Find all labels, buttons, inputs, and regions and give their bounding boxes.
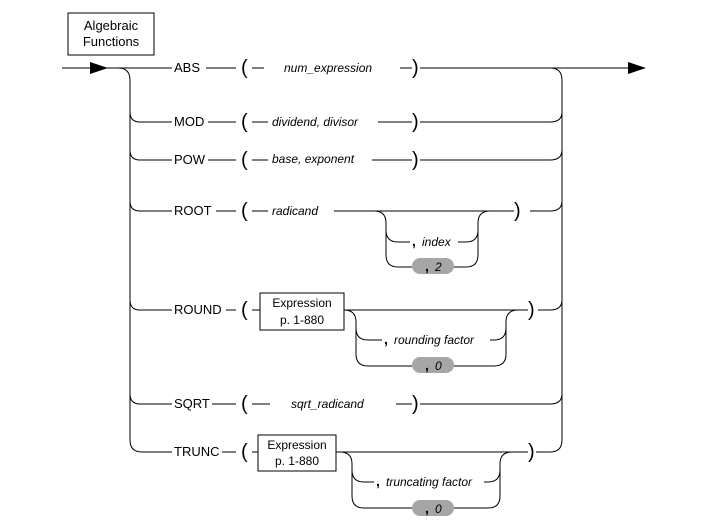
sqrt-argument: sqrt_radicand — [291, 397, 364, 411]
header-line-1: Algebraic — [84, 18, 139, 33]
mod-row: MOD ( dividend, divisor ) — [174, 111, 419, 133]
round-default-pill — [412, 357, 454, 373]
round-option-comma: , — [384, 331, 388, 347]
round-default-comma: , — [425, 357, 429, 373]
root-option-comma: , — [412, 233, 416, 249]
trunc-keyword: TRUNC — [174, 444, 220, 459]
mod-argument: dividend, divisor — [272, 115, 359, 129]
trunc-open-paren: ( — [241, 441, 248, 463]
root-default-pill — [412, 258, 454, 274]
root-option: index — [422, 235, 452, 249]
header-line-2: Functions — [83, 34, 140, 49]
sqrt-open-paren: ( — [241, 393, 248, 415]
trunc-expression-box — [257, 434, 337, 472]
abs-argument: num_expression — [284, 61, 372, 75]
main-track — [62, 62, 646, 74]
trunc-option: truncating factor — [386, 475, 473, 489]
pow-row: POW ( base, exponent ) — [174, 149, 419, 171]
entry-arrow-icon — [90, 62, 108, 74]
trunc-default: 0 — [435, 502, 442, 516]
pow-close-paren: ) — [412, 149, 419, 171]
mod-keyword: MOD — [174, 114, 204, 129]
header-frame — [67, 12, 155, 56]
root-close-paren: ) — [514, 200, 521, 222]
abs-open-paren: ( — [241, 57, 248, 79]
algebraic-functions-box: Algebraic Functions — [67, 12, 155, 56]
pow-argument: base, exponent — [272, 152, 355, 166]
root-row: ROOT ( radicand ) , index , 2 — [174, 200, 521, 274]
trunc-expression-page: p. 1-880 — [275, 454, 319, 468]
sqrt-close-paren: ) — [412, 393, 419, 415]
abs-row: ABS ( num_expression ) — [174, 57, 419, 79]
root-open-paren: ( — [241, 200, 248, 222]
trunc-option-comma: , — [376, 473, 380, 489]
round-default: 0 — [435, 359, 442, 373]
trunc-default-pill — [412, 500, 454, 516]
sqrt-keyword: SQRT — [174, 396, 210, 411]
root-argument: radicand — [272, 204, 318, 218]
trunc-default-comma: , — [425, 500, 429, 516]
round-open-paren: ( — [241, 299, 248, 321]
root-default: 2 — [434, 260, 442, 274]
round-expression-page: p. 1-880 — [280, 313, 324, 327]
round-expression-ref: Expression — [272, 296, 331, 310]
exit-arrow-icon — [628, 62, 646, 74]
trunc-expression-ref: Expression — [267, 438, 326, 452]
round-close-paren: ) — [528, 299, 535, 321]
trunc-close-paren: ) — [528, 441, 535, 463]
left-branch-rail — [117, 67, 172, 453]
mod-open-paren: ( — [241, 111, 248, 133]
mod-close-paren: ) — [412, 111, 419, 133]
round-option: rounding factor — [394, 333, 475, 347]
round-keyword: ROUND — [174, 302, 222, 317]
pow-open-paren: ( — [241, 149, 248, 171]
trunc-row: TRUNC ( Expression p. 1-880 ) , truncati… — [174, 434, 535, 516]
pow-keyword: POW — [174, 152, 206, 167]
round-row: ROUND ( Expression p. 1-880 ) , rounding… — [174, 292, 535, 373]
abs-keyword: ABS — [174, 60, 200, 75]
right-merge-rail — [420, 67, 563, 453]
abs-close-paren: ) — [412, 57, 419, 79]
round-expression-box — [259, 292, 345, 331]
sqrt-row: SQRT ( sqrt_radicand ) — [174, 393, 419, 415]
root-keyword: ROOT — [174, 203, 212, 218]
root-default-comma: , — [425, 258, 429, 274]
